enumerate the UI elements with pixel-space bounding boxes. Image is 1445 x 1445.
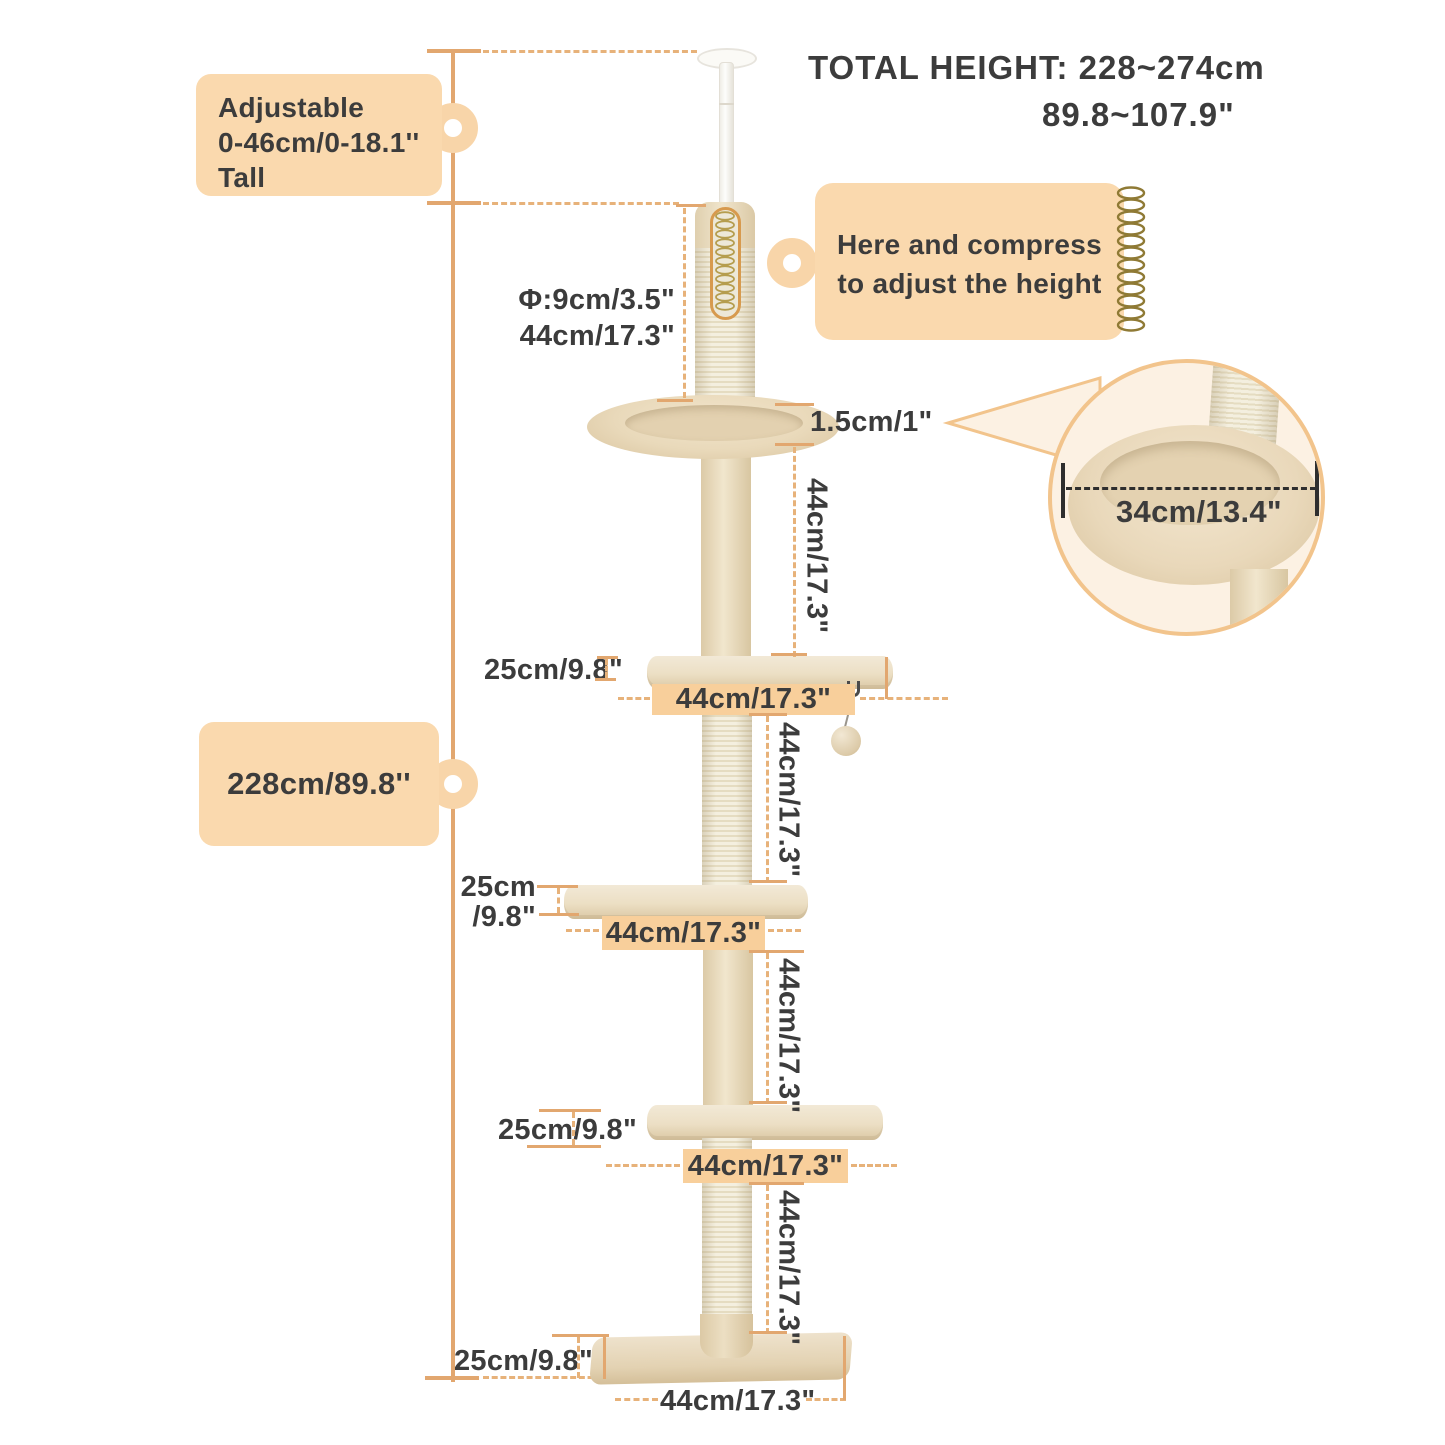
platform4-width-label: 44cm/17.3" [687,1149,844,1182]
inset-diameter-label: 34cm/13.4" [1116,494,1282,529]
platform2-bracket-dash [605,659,608,678]
platform3-bracket-t2 [539,913,579,916]
post-diameter-label: Φ:9cm/3.5" [518,284,675,316]
base-width-dash-r [806,1398,846,1401]
segment4-tick-top [749,1182,804,1185]
inset-dim-bar-left [1061,463,1065,518]
platform3-offset-line2: /9.8" [472,901,536,933]
bed-thickness-tick-top [775,403,814,406]
platform4-bracket-t2 [527,1145,601,1148]
bed-thickness-label: 1.5cm/1" [810,406,933,438]
compress-line2: to adjust the height [837,268,1102,299]
ceiling-dash [483,50,697,53]
post-height-dash [683,208,686,398]
page-title-line2: 89.8~107.9" [1042,96,1235,133]
segment3-tick-top [749,950,804,953]
adjustable-line2: 0-46cm/0-18.1'' [218,127,420,158]
inset-dim-dash [1066,487,1316,490]
base-left-bracket [603,1336,606,1379]
segment3-label: 44cm/17.3" [772,958,805,1114]
inset-dim-bar-right [1315,461,1319,516]
base-offset-label: 25cm/9.8" [454,1345,593,1377]
base-width-dash-l [615,1398,658,1401]
overall-top-tick [427,49,481,53]
platform3-bracket-t1 [537,885,578,888]
platform2-width-dash-r [860,697,948,700]
segment1-dash [793,447,796,657]
ring-icon [767,238,817,288]
adjust-range-tick [427,201,481,205]
overall-bottom-tick [425,1376,479,1380]
page-title-line1: TOTAL HEIGHT: 228~274cm [808,49,1265,86]
pole-segment-2 [702,687,752,889]
post-dim-labels: Φ:9cm/3.5" 44cm/17.3" [470,282,675,354]
adjustable-callout: Adjustable 0-46cm/0-18.1'' Tall [196,74,442,196]
inset-bed-bowl [1100,441,1280,525]
spring-icon [1116,186,1146,332]
inset-circle: 34cm/13.4" [1048,359,1325,636]
tension-rod [719,62,734,208]
platform3-width-dash-r [768,929,801,932]
segment4-dash [766,1185,769,1334]
platform3-width-box: 44cm/17.3" [602,916,765,950]
adjustable-text: Adjustable 0-46cm/0-18.1'' Tall [218,90,420,195]
segment3-dash [766,953,769,1104]
spring-window [710,207,741,320]
pole-segment-1 [701,452,751,662]
segment2-label: 44cm/17.3" [772,722,805,878]
post-top-dash [483,202,679,205]
platform3-width-dash-l [566,929,599,932]
base-bracket-t1 [552,1334,609,1337]
platform2-right-bracket [885,657,888,699]
rod-joint [719,103,734,105]
platform2-width-label: 44cm/17.3" [675,683,832,716]
bed-thickness-tick-bottom [775,443,814,446]
segment4-tick-bottom [749,1331,787,1334]
platform2-width-box: 44cm/17.3" [652,683,855,716]
segment2-tick-top [749,713,787,716]
floor-dash [483,1376,611,1379]
overall-height-callout: 228cm/89.8'' [199,722,439,846]
platform2-bracket-t2 [595,678,616,681]
platform-4 [647,1105,883,1140]
platform3-bracket-dash [557,888,560,913]
inner-spring-icon [715,211,735,311]
compress-line1: Here and compress [837,229,1102,260]
base-bracket-dash [577,1337,580,1378]
platform4-width-box: 44cm/17.3" [683,1149,848,1183]
segment1-label: 44cm/17.3" [800,478,833,634]
platform3-offset-line1: 25cm [460,871,536,903]
base-right-bracket [843,1336,846,1400]
platform3-width-label: 44cm/17.3" [605,916,762,949]
toy-ball [831,726,861,756]
overall-height-value: 228cm/89.8'' [227,765,411,801]
segment4-label: 44cm/17.3" [772,1190,805,1346]
post-height-label: 44cm/17.3" [519,320,675,352]
platform4-bracket-t1 [539,1109,601,1112]
platform4-offset-label: 25cm/9.8" [498,1114,637,1146]
inset-pole-below [1230,569,1288,632]
compress-callout: Here and compress to adjust the height [815,183,1124,340]
segment2-dash [766,716,769,883]
segment3-tick-bottom [749,1101,787,1104]
platform-3 [564,885,808,919]
platform2-bracket-t1 [597,656,618,659]
platform4-width-dash-l [606,1164,680,1167]
top-bed-bowl [625,405,803,441]
platform4-width-dash-r [851,1164,897,1167]
base-width-label: 44cm/17.3" [660,1385,816,1417]
segment1-tick-bottom [771,653,807,656]
pole-base-collar [700,1314,753,1358]
segment2-tick-bottom [749,880,787,883]
overall-height-line [451,50,455,1382]
post-dim-tick-top [676,204,706,207]
post-dim-tick-bottom [657,399,693,402]
adjustable-line1: Adjustable [218,92,365,123]
platform2-width-dash-l [618,697,650,700]
adjustable-line3: Tall [218,162,266,193]
platform3-offset-label: 25cm /9.8" [418,872,536,932]
platform4-bracket-dash [572,1112,575,1145]
